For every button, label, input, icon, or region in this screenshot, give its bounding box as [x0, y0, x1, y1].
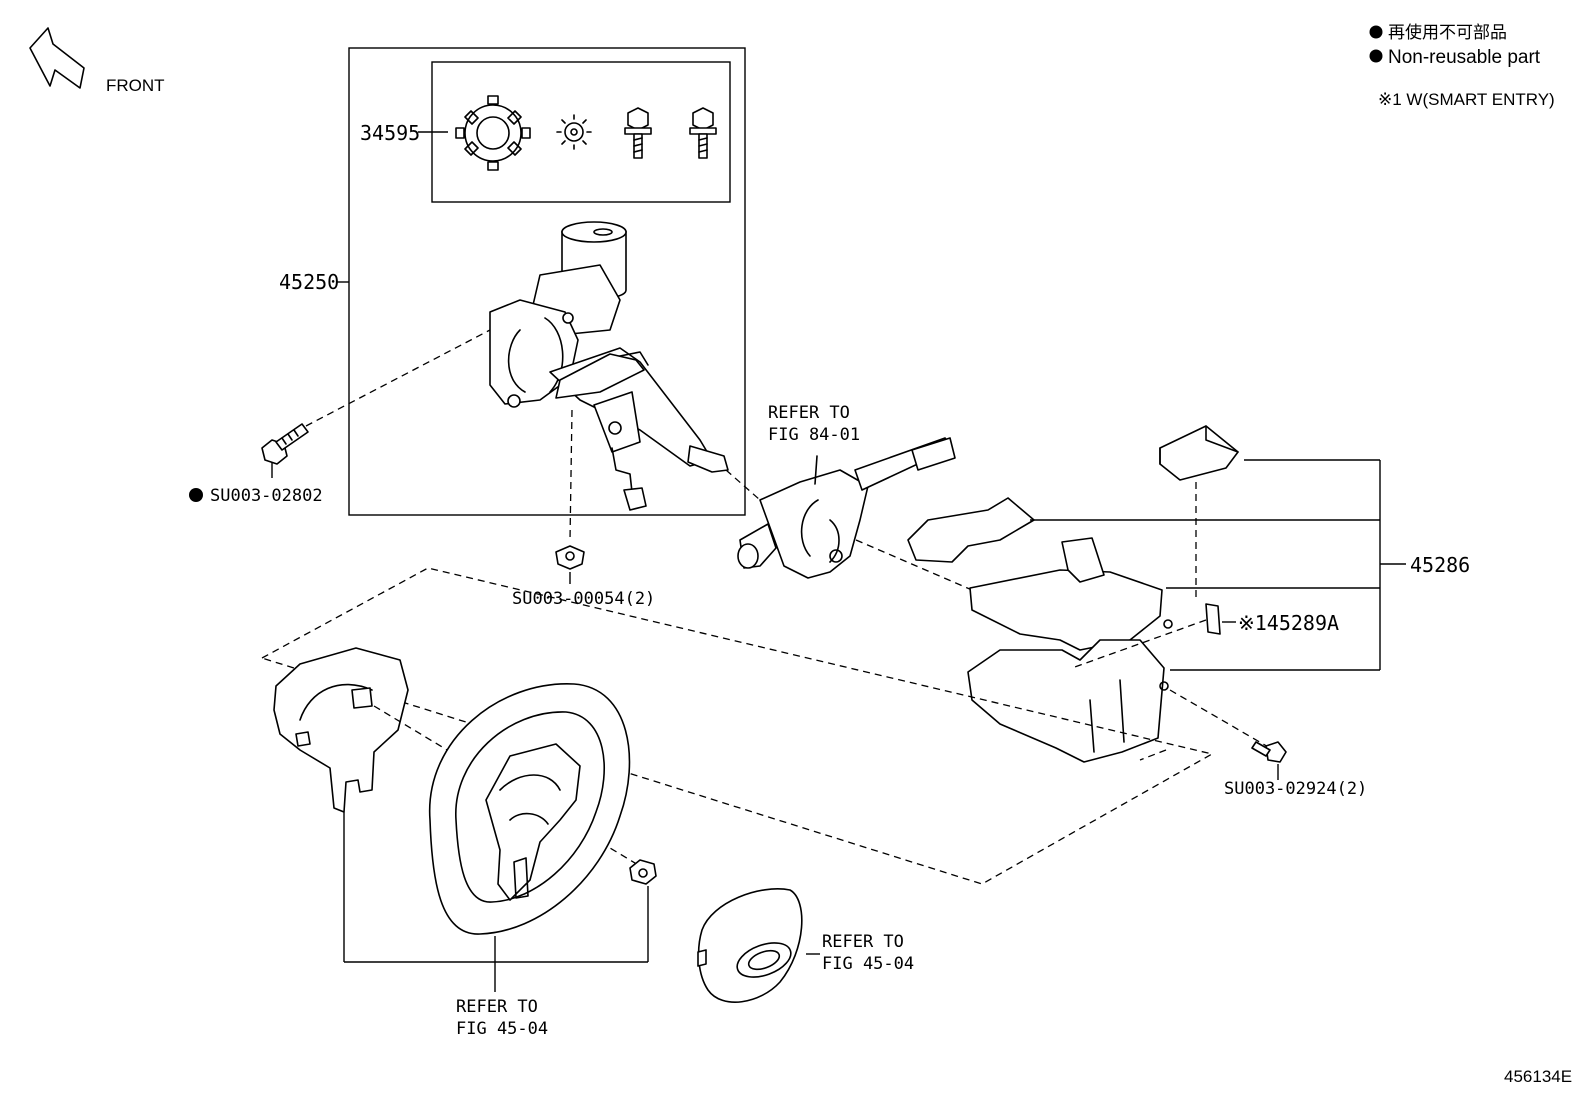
small-gear-icon: [556, 114, 592, 150]
figure-id: 456134E: [1504, 1067, 1572, 1086]
label-45250: 45250: [279, 270, 339, 294]
non-reusable-dot-icon: [189, 488, 203, 502]
ref-combination-switch-line1: REFER TO: [768, 403, 850, 423]
wheel-nut-icon: [629, 859, 657, 885]
nut-00054-icon: [555, 545, 585, 570]
label-su003-02924: SU003-02924(2): [1224, 779, 1367, 799]
label-34595: 34595: [360, 121, 420, 145]
ref-steering-wheel-line2: FIG 45-04: [456, 1019, 548, 1039]
steering-wheel-rear-cover: [273, 647, 409, 813]
legend-non-reusable-jp: 再使用不可部品: [1388, 22, 1507, 42]
ref-horn-pad-line2: FIG 45-04: [822, 954, 914, 974]
column-cover-assembly: [907, 425, 1239, 763]
label-45286: 45286: [1410, 553, 1470, 577]
legend-non-reusable-en: Non-reusable part: [1388, 47, 1541, 68]
horn-pad-assembly: [697, 888, 803, 1003]
combination-switch-assembly: [737, 437, 956, 579]
non-reusable-dot-icon: [1369, 25, 1383, 39]
gear-icon: [455, 95, 531, 171]
steering-column-assembly: [489, 221, 729, 511]
non-reusable-dot-icon: [1369, 49, 1383, 63]
screw-02924-icon: [1251, 741, 1287, 763]
ref-horn-pad-line1: REFER TO: [822, 932, 904, 952]
bolt-icon: [689, 107, 717, 159]
label-145289a: ※145289A: [1238, 611, 1339, 635]
steering-wheel-assembly: [429, 683, 631, 935]
label-su003-00054: SU003-00054(2): [512, 589, 655, 609]
clip-145289a-icon: [1205, 603, 1221, 635]
bolt-02802-icon: [261, 423, 309, 465]
bolt-icon: [624, 107, 652, 159]
label-su003-02802: SU003-02802: [210, 486, 323, 506]
ref-combination-switch-line2: FIG 84-01: [768, 425, 860, 445]
legend-note: ※1 W(SMART ENTRY): [1378, 90, 1555, 109]
ref-steering-wheel-line1: REFER TO: [456, 997, 538, 1017]
front-arrow-icon: [29, 27, 85, 89]
front-label: FRONT: [106, 76, 165, 95]
